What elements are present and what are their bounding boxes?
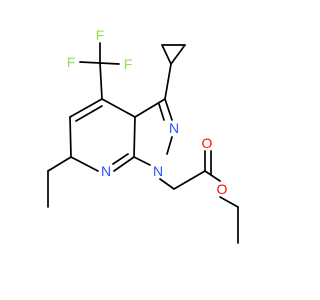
bond-c4-c3a [101, 98, 136, 118]
bond-cp-c [170, 44, 186, 65]
atom-n-pyrazole: N [169, 120, 179, 136]
bond-ch2-c-carbonyl [173, 170, 206, 190]
atom-f3: F [124, 56, 133, 72]
bond-n7-c6 [70, 156, 99, 172]
atom-o-ester: O [217, 181, 228, 197]
bond-c3-cp [164, 63, 172, 100]
atom-o-carbonyl: O [202, 135, 213, 151]
bond-cf3-f2 [79, 61, 101, 64]
atom-f1: F [96, 27, 105, 43]
bond-c3a-c7a [133, 116, 136, 158]
bond-c6-c5 [69, 116, 72, 158]
molecule-structure: F F F N N N O O [47, 27, 239, 244]
bonds [47, 42, 239, 244]
bond-c7a-n7-inner [112, 153, 129, 165]
bond-c5-c4-inner [75, 105, 103, 122]
atom-f2: F [67, 54, 76, 70]
atom-n-pyridine: N [101, 163, 111, 179]
structure-canvas: F F F N N N O O [47, 27, 239, 244]
bond-cp-a [161, 44, 172, 65]
bond-c5-c4 [69, 98, 103, 118]
bond-n1-ch2 [159, 178, 175, 190]
atom-labels: F F F N N N O O [67, 27, 228, 197]
bond-n2-n1 [166, 136, 173, 155]
bond-c3-n2-inner [158, 103, 165, 121]
bond-n1-c7a [133, 156, 151, 166]
bond-c3-n2 [164, 98, 173, 121]
bond-c6-ch2 [47, 156, 72, 172]
bond-c4-cf3 [99, 62, 103, 100]
bond-cf3-f3 [99, 62, 120, 65]
bond-c3a-c3 [134, 98, 166, 118]
bond-o-ch2 [219, 196, 239, 208]
bond-c7a-n7 [113, 156, 135, 172]
bond-c-o-ester [204, 170, 221, 182]
atom-n1: N [153, 163, 163, 179]
